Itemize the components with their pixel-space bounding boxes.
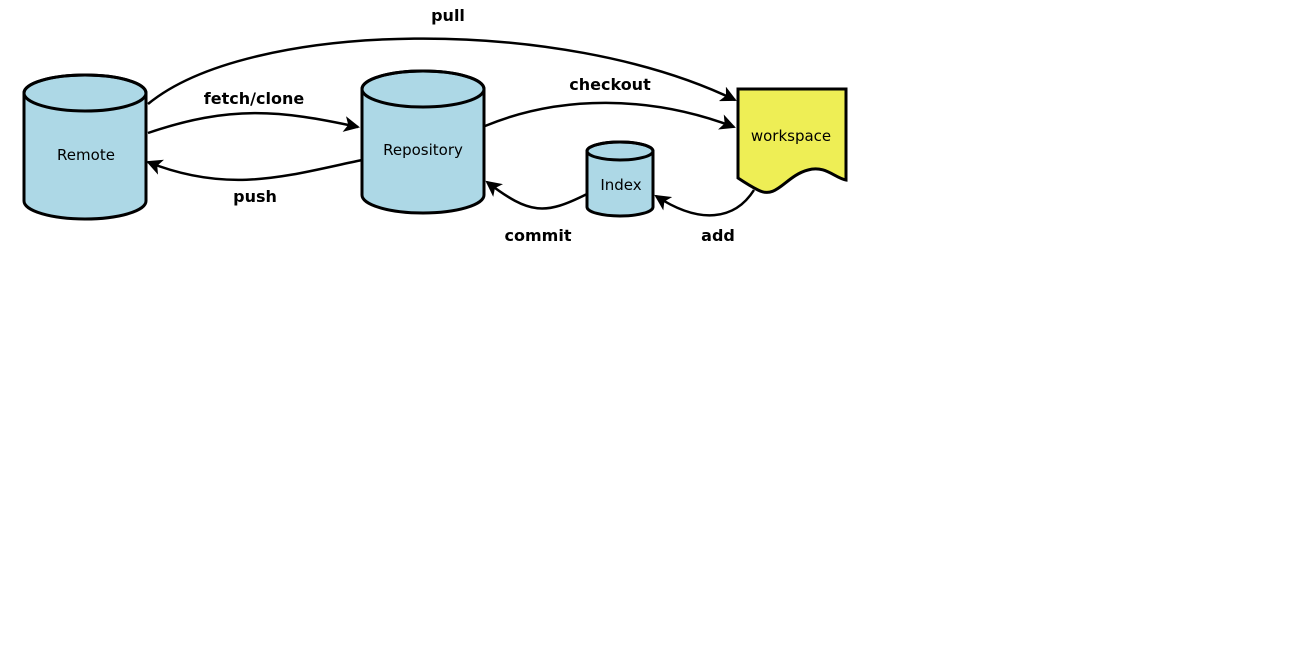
edge-labels: pull fetch/clone push checkout commit ad…: [204, 6, 735, 245]
add-label: add: [701, 226, 735, 245]
pull-label: pull: [431, 6, 465, 25]
fetch-clone-label: fetch/clone: [204, 89, 305, 108]
remote-cylinder-top: [22, 73, 148, 113]
repository-label: Repository: [383, 141, 463, 159]
remote-node: Remote: [22, 73, 148, 221]
checkout-label: checkout: [569, 75, 651, 94]
commit-arrow: [485, 180, 588, 210]
fetch-clone-arrow: [147, 111, 360, 135]
workspace-label: workspace: [751, 127, 831, 145]
index-label: Index: [600, 176, 641, 194]
remote-label: Remote: [57, 146, 115, 164]
workspace-node: workspace: [736, 87, 848, 194]
index-cylinder-top: [585, 140, 655, 162]
edges: [146, 37, 756, 217]
repository-node: Repository: [360, 69, 486, 215]
pull-arrow: [147, 37, 737, 105]
checkout-arrow: [484, 101, 736, 130]
add-arrow: [654, 189, 756, 217]
workspace-document-icon: [736, 87, 848, 194]
push-label: push: [233, 187, 277, 206]
commit-label: commit: [505, 226, 572, 245]
repository-cylinder-top: [360, 69, 486, 109]
index-node: Index: [585, 140, 655, 218]
push-arrow: [146, 158, 363, 182]
